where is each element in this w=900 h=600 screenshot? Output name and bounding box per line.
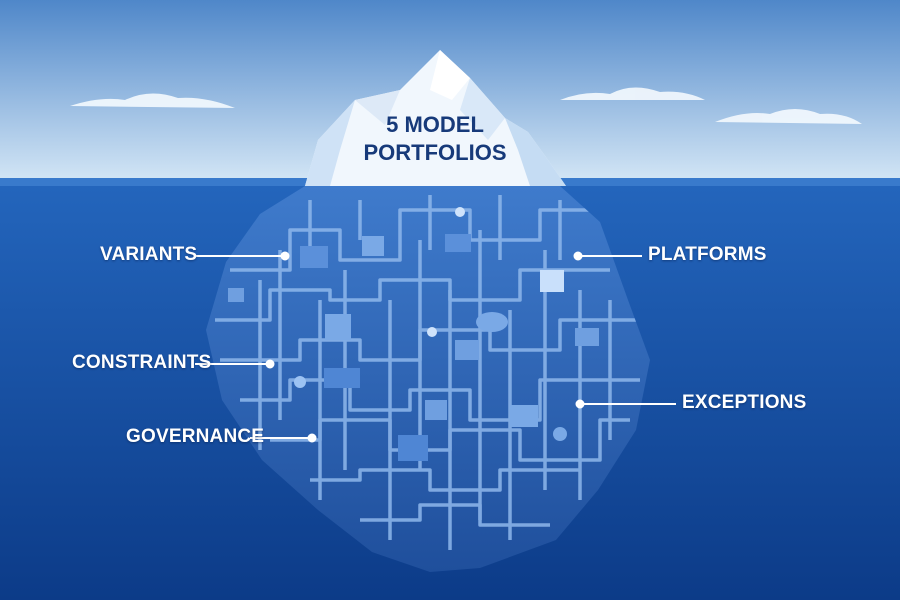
iceberg-tip bbox=[305, 50, 566, 186]
label-governance: GOVERNANCE bbox=[126, 426, 265, 447]
tip-title-line-2: PORTFOLIOS bbox=[363, 140, 507, 165]
label-constraints: CONSTRAINTS bbox=[72, 352, 212, 373]
submerged-iceberg bbox=[206, 186, 650, 572]
label-exceptions: EXCEPTIONS bbox=[682, 392, 807, 413]
label-platforms: PLATFORMS bbox=[648, 244, 767, 265]
circuit-nodes bbox=[228, 207, 599, 461]
tip-title-line-1: 5 MODEL bbox=[386, 112, 484, 137]
label-variants: VARIANTS bbox=[100, 244, 198, 265]
circuit-maze bbox=[215, 195, 640, 550]
leader-lines bbox=[195, 251, 676, 443]
clouds bbox=[70, 87, 862, 124]
